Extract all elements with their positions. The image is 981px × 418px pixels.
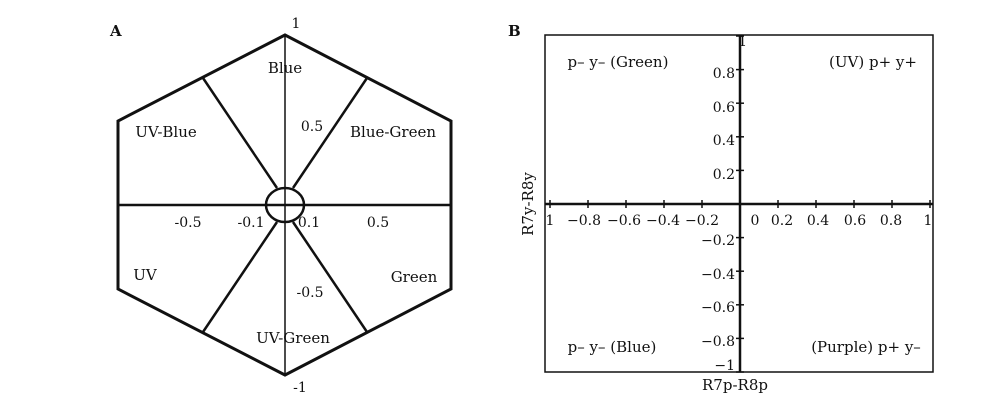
x-tick-label-right-end: 1 [924, 213, 933, 229]
x-tick-label: 0.4 [807, 213, 829, 229]
tick-label-x-pos-half: 0.5 [367, 215, 389, 231]
region-label-blue-green: Blue-Green [350, 123, 436, 141]
x-tick-label-zero: 0 [751, 213, 760, 229]
tick-label-top: 1 [292, 16, 301, 32]
y-tick-label: −0.8 [701, 334, 735, 350]
center-circle [264, 186, 306, 224]
x-tick-label: 0.6 [844, 213, 866, 229]
tick-label-bottom: -1 [293, 380, 307, 396]
y-tick-label: 0.6 [713, 100, 735, 116]
panel-b: B p– y– (Green) (UV) p+ y+ p– y– (Blue) … [508, 22, 934, 394]
region-label-green: Green [391, 268, 438, 286]
y-tick-label: −0.4 [701, 267, 735, 283]
x-tick-label: −0.4 [646, 213, 680, 229]
quadrant-label-top-left: p– y– (Green) [568, 53, 669, 71]
tick-label-y-neg-half: -0.5 [297, 285, 324, 301]
y-tick-label-bottom: −1 [714, 358, 735, 374]
quadrant-label-top-right: (UV) p+ y+ [829, 53, 917, 71]
panel-a: A Blue UV-Blue Blue-Green UV Green UV-Gr… [109, 16, 453, 396]
region-label-blue: Blue [268, 59, 302, 77]
quadrant-label-bottom-left: p– y– (Blue) [568, 338, 657, 356]
region-label-uv-green: UV-Green [256, 329, 330, 347]
divider-upper-left [201, 77, 279, 189]
x-tick-label: −0.6 [607, 213, 641, 229]
y-axis-title: R7y-R8y [519, 172, 537, 236]
region-label-uv-blue: UV-Blue [135, 123, 197, 141]
divider-upper-right [291, 77, 369, 189]
y-tick-label-top: 1 [738, 34, 747, 50]
divider-lower-right [291, 221, 369, 333]
y-tick-label: −0.2 [701, 233, 735, 249]
x-tick-label: −0.2 [685, 213, 719, 229]
y-tick-label: 0.8 [713, 66, 735, 82]
x-tick-label: 0.8 [880, 213, 902, 229]
divider-lower-left [201, 221, 279, 333]
panel-b-letter: B [508, 22, 521, 40]
tick-label-x-pos-tenth: 0.1 [298, 215, 320, 231]
panel-a-letter: A [109, 22, 122, 40]
y-tick-label: 0.2 [713, 167, 735, 183]
x-tick-label: −0.8 [567, 213, 601, 229]
tick-label-x-neg-half: -0.5 [175, 215, 202, 231]
x-tick-label-left-end: 1 [546, 213, 555, 229]
y-tick-label: 0.4 [713, 133, 735, 149]
tick-label-y-pos-half: 0.5 [301, 119, 323, 135]
tick-label-x-neg-tenth: -0.1 [238, 215, 265, 231]
x-tick-label: 0.2 [771, 213, 793, 229]
y-tick-label: −0.6 [701, 300, 735, 316]
axis-ticks [549, 35, 931, 373]
quadrant-label-bottom-right: (Purple) p+ y– [811, 338, 921, 356]
region-label-uv: UV [133, 266, 158, 284]
x-axis-title: R7p-R8p [702, 376, 768, 394]
